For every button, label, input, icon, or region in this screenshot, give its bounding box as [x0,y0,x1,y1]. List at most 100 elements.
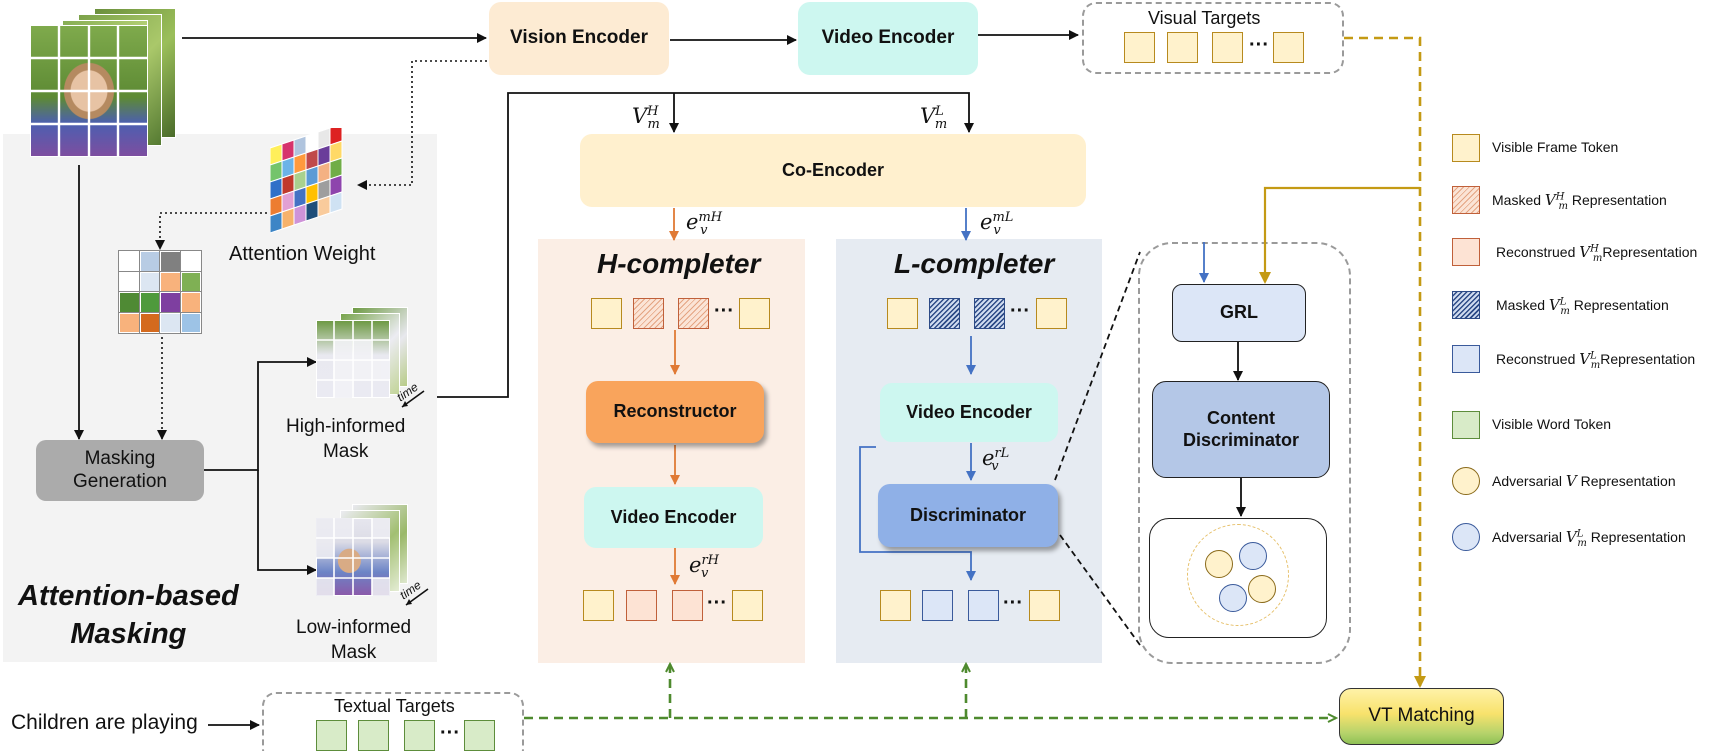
visible-token [1036,298,1067,329]
matrix-cell [179,311,202,334]
masked-h-token [678,298,709,329]
attention-matrix [118,250,202,334]
e-v-rl-label: erLv [982,446,1010,475]
legend-swatch-advV [1452,467,1480,495]
masked-l-token [974,298,1005,329]
e-v-ml-label: emLv [980,210,1014,239]
vision-encoder: Vision Encoder [489,2,669,75]
reconstructed-l-token [922,590,953,621]
legend-label: Masked VLm Representation [1496,296,1669,317]
content-discriminator: Content Discriminator [1152,381,1330,478]
matrix-cell [118,291,141,314]
adversarial-vl-circle [1219,584,1247,612]
visual-targets-title: Visual Targets [1148,8,1261,28]
legend-swatch-advL [1452,523,1480,551]
grl-box: GRL [1172,284,1306,342]
ellipsis: ··· [1010,300,1030,322]
high-mask-grid [316,320,390,398]
legend-label: Visible Word Token [1492,416,1612,432]
matrix-cell [138,250,161,273]
frame-grid [30,25,148,157]
matrix-cell [138,270,161,293]
masked-l-token [929,298,960,329]
ellipsis: ··· [440,722,460,744]
word-token [358,720,389,751]
h-completer-title: H-completer [597,248,761,279]
matrix-cell [118,311,141,334]
legend-swatch-word [1452,411,1480,439]
legend-swatch-maskH [1452,186,1480,214]
ellipsis: ··· [1003,592,1023,614]
word-token [316,720,347,751]
visual-target-token [1212,32,1243,63]
adversarial-v-circle [1248,575,1276,603]
legend-label: Reconstrued VLmRepresentation [1496,350,1696,371]
visible-token [591,298,622,329]
word-token [404,720,435,751]
matrix-cell [118,250,141,273]
legend-label: Visible Frame Token [1492,139,1619,155]
adversarial-v-circle [1205,550,1233,578]
vt-matching: VT Matching [1339,688,1504,745]
masking-generation: Masking Generation [36,440,204,501]
caption-text: Children are playing [11,711,198,734]
video-encoder-top: Video Encoder [798,2,978,75]
video-encoder-l: Video Encoder [880,383,1058,442]
attention-cell [281,207,295,230]
matrix-cell [138,291,161,314]
reconstructor: Reconstructor [586,381,764,443]
legend-label: Adversarial VLm Representation [1492,528,1686,549]
decision-boundary [1187,524,1289,626]
matrix-cell [159,270,182,293]
legend-swatch-maskL [1452,291,1480,319]
visual-target-token [1167,32,1198,63]
time-arrow [401,390,425,408]
low-informed-mask-label: Low-informed Mask [296,617,412,663]
visual-target-token [1124,32,1155,63]
textual-targets-title: Textual Targets [334,696,455,716]
e-v-rh-label: erHv [689,553,719,582]
visible-token [880,590,911,621]
matrix-cell [159,311,182,334]
attention-cell [305,199,319,222]
matrix-cell [179,291,202,314]
matrix-cell [159,250,182,273]
attention-cell [317,195,331,218]
legend-label: Reconstrued VHmRepresentation [1496,243,1698,264]
attention-weight-mosaic [270,128,343,234]
high-informed-mask-label: High-informed Mask [286,416,406,462]
vmh-label: VHm [632,104,660,133]
attention-cell [329,191,343,214]
legend-swatch-recL [1452,345,1480,373]
matrix-cell [179,270,202,293]
l-completer-title: L-completer [894,248,1055,279]
time-arrow [405,588,429,606]
co-encoder: Co-Encoder [580,134,1086,207]
attention-weight-label: Attention Weight [229,243,376,265]
adversarial-vl-circle [1239,542,1267,570]
visible-token [887,298,918,329]
discriminator: Discriminator [878,484,1058,547]
low-mask-grid [316,518,390,596]
masked-h-token [633,298,664,329]
video-encoder-h: Video Encoder [584,487,763,548]
reconstructed-h-token [626,590,657,621]
attention-masking-title: Attention-based Masking [18,580,239,650]
reconstructed-h-token [672,590,703,621]
ellipsis: ··· [707,592,727,614]
legend-label: Masked VHm Representation [1492,191,1667,212]
matrix-cell [138,311,161,334]
visible-token [1029,590,1060,621]
ellipsis: ··· [1249,34,1269,56]
reconstructed-l-token [968,590,999,621]
visible-token [739,298,770,329]
word-token [464,720,495,751]
legend-swatch-recH [1452,238,1480,266]
visual-target-token [1273,32,1304,63]
vml-label: VLm [920,104,948,133]
legend-label: Adversarial V Representation [1492,472,1676,490]
ellipsis: ··· [714,300,734,322]
attention-cell [293,203,307,226]
attention-cell [270,211,283,234]
